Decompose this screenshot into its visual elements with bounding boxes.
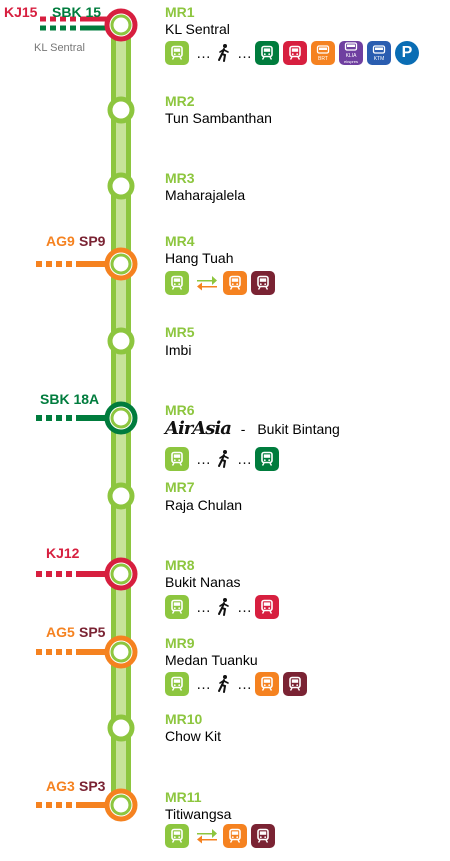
airasia-logo: AirAsia <box>165 418 232 439</box>
station-name-mr1: KL Sentral <box>165 21 230 37</box>
ellipsis-dots: … <box>196 450 211 468</box>
sri-petaling-train-icon <box>283 672 307 696</box>
commuter-train-tag: KTM <box>373 55 385 62</box>
station-marker-mr10 <box>107 714 135 742</box>
ampang-train-icon <box>223 824 247 848</box>
walking-person-icon <box>215 596 233 618</box>
station-code-mr6: MR6 <box>165 402 195 418</box>
station-name-mr6-row: AirAsia - Bukit Bintang <box>165 418 340 439</box>
ellipsis-dots: … <box>237 450 252 468</box>
ampang-train-icon <box>255 672 279 696</box>
icons-row-mr11 <box>165 823 279 849</box>
sri-petaling-train-icon <box>251 824 275 848</box>
station-name-mr8: Bukit Nanas <box>165 574 241 590</box>
station-code-mr4: MR4 <box>165 233 195 249</box>
icons-row-mr4 <box>165 270 279 296</box>
station-code-mr9: MR9 <box>165 635 195 651</box>
kelana-jaya-train-icon <box>283 41 307 65</box>
station-code-mr8: MR8 <box>165 557 195 573</box>
station-name-mr4: Hang Tuah <box>165 250 234 266</box>
station-marker-mr1-inner <box>110 14 132 36</box>
airport-rail-tag: KLIA <box>345 52 357 59</box>
ellipsis-dots: … <box>196 598 211 616</box>
bus-tag: BRT <box>318 55 328 62</box>
icons-row-mr9: …… <box>165 671 311 697</box>
interchange-arrows-icon <box>194 272 220 294</box>
station-marker-mr9-inner <box>110 641 132 663</box>
station-code-mr7: MR7 <box>165 479 195 495</box>
station-name-mr11: Titiwangsa <box>165 806 232 822</box>
station-marker-mr4-inner <box>110 253 132 275</box>
ellipsis-dots: … <box>196 675 211 693</box>
icons-row-mr6: …… <box>165 446 283 472</box>
interchange-arrows-icon <box>194 825 220 847</box>
walking-person-icon <box>215 42 233 64</box>
icons-row-mr8: …… <box>165 594 283 620</box>
station-code-mr3: MR3 <box>165 170 195 186</box>
station-code-mr5: MR5 <box>165 324 195 340</box>
station-marker-mr8-inner <box>110 563 132 585</box>
monorail-icon <box>165 271 189 295</box>
airport-rail-subtag: ekspres <box>343 58 358 64</box>
interchange-code-sbk18a: SBK 18A <box>40 391 100 407</box>
station-code-mr1: MR1 <box>165 4 195 20</box>
station-marker-mr5 <box>107 327 135 355</box>
station-name-mr3: Maharajalela <box>165 187 246 203</box>
kelana-jaya-train-icon <box>255 595 279 619</box>
walking-person-icon <box>215 673 233 695</box>
monorail-icon <box>165 595 189 619</box>
sbk-train-icon <box>255 447 279 471</box>
station-name-mr2: Tun Sambanthan <box>165 110 272 126</box>
commuter-train-icon: KTM <box>367 41 391 65</box>
interchange-code-sp9: SP9 <box>79 233 106 249</box>
station-name-separator: - <box>240 421 246 437</box>
ellipsis-dots: … <box>237 44 252 62</box>
interchange-code-sp5: SP5 <box>79 624 106 640</box>
ellipsis-dots: … <box>237 598 252 616</box>
station-name-mr5: Imbi <box>165 342 192 358</box>
station-name-mr7: Raja Chulan <box>165 497 243 513</box>
station-name-mr9: Medan Tuanku <box>165 652 258 668</box>
interchange-code-ag5: AG5 <box>46 624 75 640</box>
monorail-icon <box>165 41 189 65</box>
interchange-code-ag9: AG9 <box>46 233 75 249</box>
monorail-icon <box>165 824 189 848</box>
interchange-code-sp3: SP3 <box>79 778 106 794</box>
interchange-code-kj12: KJ12 <box>46 545 80 561</box>
ampang-train-icon <box>223 271 247 295</box>
station-marker-mr6-inner <box>110 407 132 429</box>
ellipsis-dots: … <box>237 675 252 693</box>
ellipsis-dots: … <box>196 44 211 62</box>
station-marker-mr7 <box>107 482 135 510</box>
station-marker-mr3 <box>107 172 135 200</box>
station-code-mr10: MR10 <box>165 711 203 727</box>
interchange-sub-kl-sentral: KL Sentral <box>34 42 85 54</box>
sri-petaling-train-icon <box>251 271 275 295</box>
parking-icon: P <box>395 41 419 65</box>
interchange-code-kj15: KJ15 <box>4 4 38 20</box>
station-code-mr2: MR2 <box>165 93 195 109</box>
station-code-mr11: MR11 <box>165 789 202 805</box>
station-name-mr6: Bukit Bintang <box>257 421 340 437</box>
sbk-train-icon <box>255 41 279 65</box>
bus-icon: BRT <box>311 41 335 65</box>
monorail-icon <box>165 447 189 471</box>
station-marker-mr2 <box>107 96 135 124</box>
interchange-code-sbk15: SBK 15 <box>52 4 102 20</box>
station-marker-mr11-inner <box>110 794 132 816</box>
station-name-mr10: Chow Kit <box>165 728 222 744</box>
walking-person-icon <box>215 448 233 470</box>
interchange-code-ag3: AG3 <box>46 778 75 794</box>
monorail-icon <box>165 672 189 696</box>
